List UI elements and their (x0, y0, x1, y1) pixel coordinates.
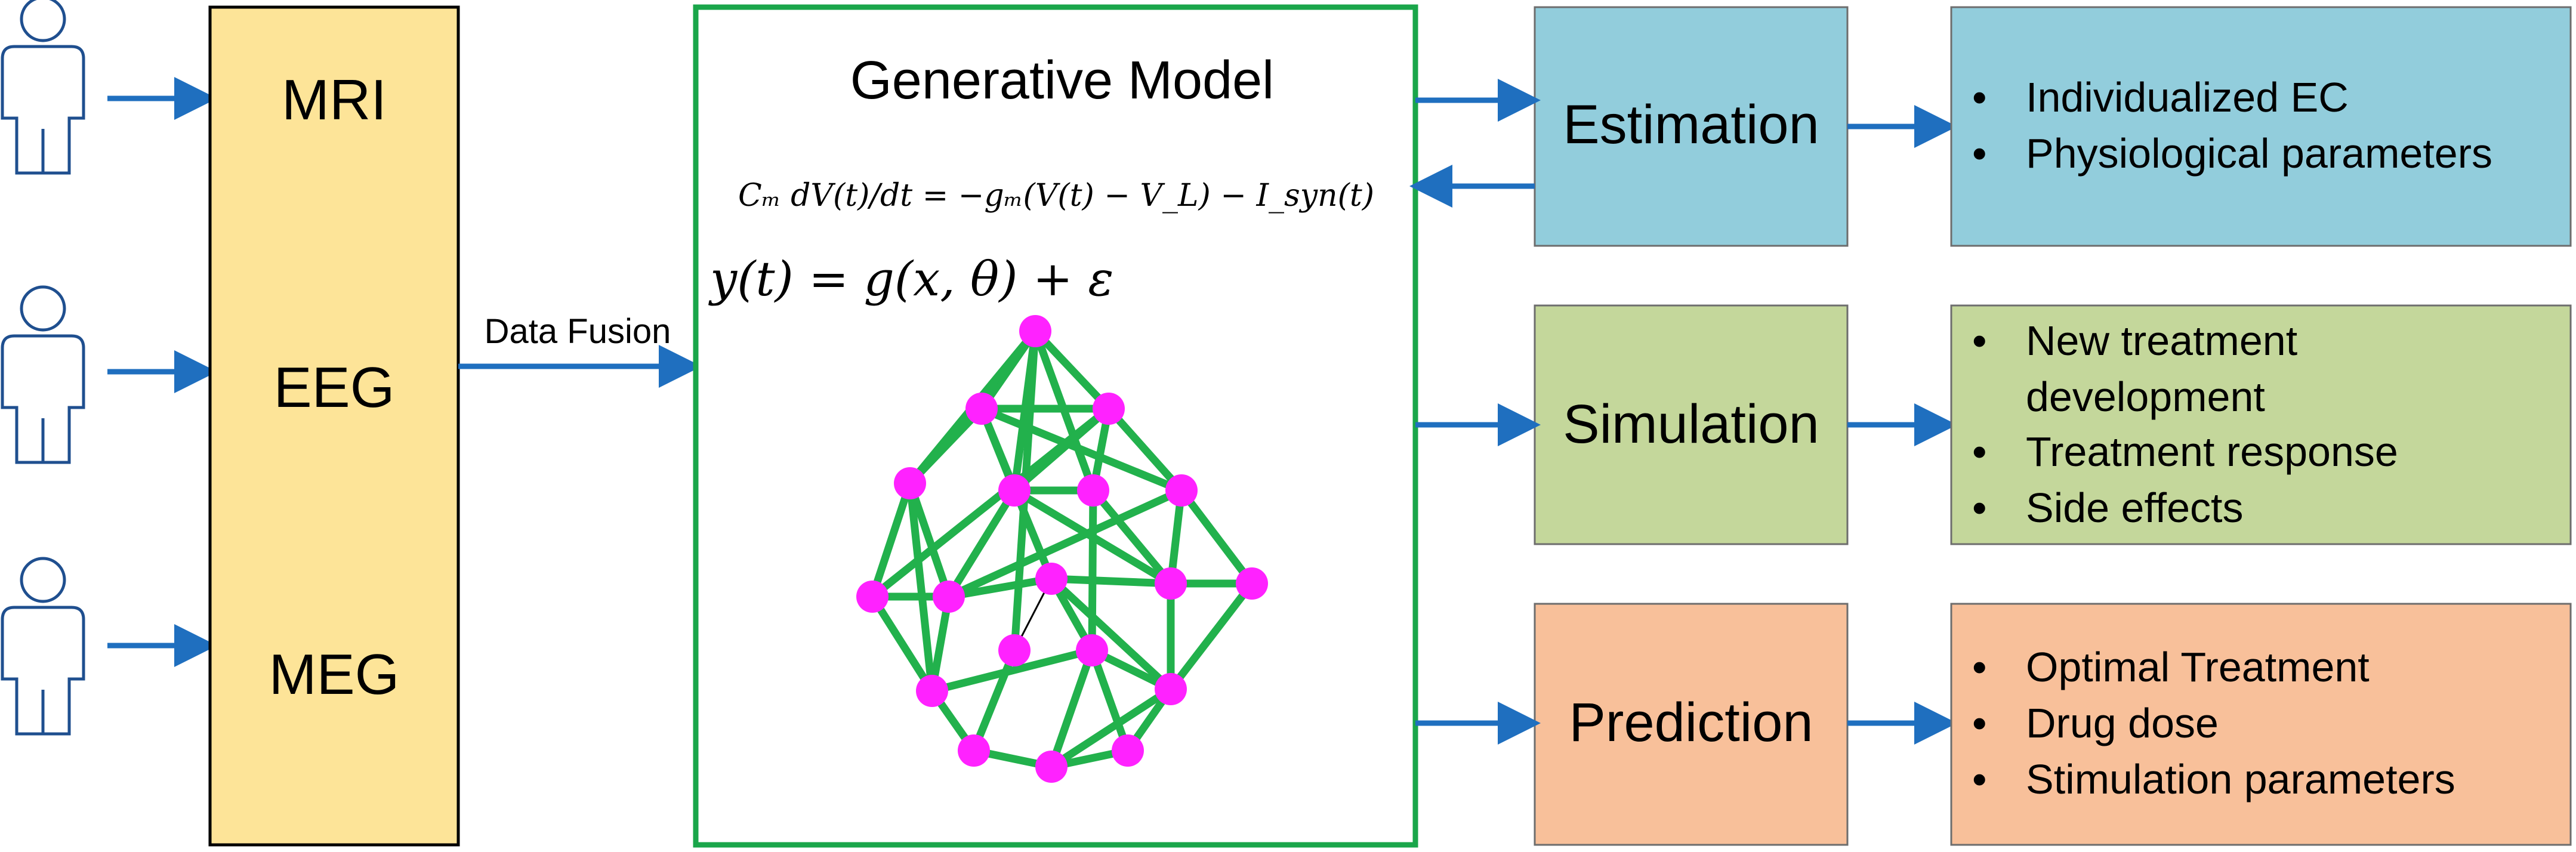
data-fusion-label: Data Fusion (485, 312, 671, 351)
network-node (1035, 751, 1068, 783)
bullet-marker: • (1972, 756, 1987, 802)
network-node (933, 581, 965, 613)
network-edge (868, 405, 1113, 601)
bullet-marker: • (1972, 700, 1987, 746)
prediction-label: Prediction (1569, 692, 1813, 753)
generative-model-title: Generative Model (850, 51, 1274, 110)
network-edge (1089, 486, 1175, 588)
prediction-output-item: Drug dose (2026, 700, 2219, 746)
simulation-label: Simulation (1563, 394, 1819, 455)
network-edge (1105, 405, 1186, 495)
bullet-marker: • (1972, 74, 1987, 121)
person-icon-eeg (2, 287, 84, 462)
network-node (958, 734, 990, 767)
network-edge (1047, 685, 1175, 771)
network-edge (977, 405, 1186, 495)
bullet-marker: • (1972, 484, 1987, 531)
modality-box (208, 5, 460, 847)
network-edge (1047, 646, 1096, 771)
estimation-output-box (1950, 6, 2572, 247)
network-node (916, 675, 948, 707)
network-edge (906, 405, 986, 487)
bullet-marker: • (1972, 644, 1987, 690)
estimation-label: Estimation (1563, 94, 1819, 155)
network-edge (868, 479, 914, 601)
network-node (1236, 567, 1268, 600)
person-icon-meg (2, 558, 84, 734)
network-edge (868, 592, 936, 695)
membrane-equation: Cₘ dV(t)/dt = −gₘ(V(t) − V_L) − I_syn(t) (738, 178, 1374, 214)
simulation-output-item: New treatment (2026, 317, 2297, 364)
bullet-marker: • (1972, 317, 1987, 364)
simulation-output-item: Treatment response (2026, 428, 2398, 475)
prediction-output-item: Optimal Treatment (2026, 644, 2370, 690)
network-edge (906, 479, 936, 695)
network-edge (928, 646, 1096, 695)
network-edge (1010, 486, 1175, 588)
modality-meg: MEG (269, 643, 400, 706)
network-edge (970, 646, 1019, 755)
bullet-marker: • (1972, 130, 1987, 177)
network-edge (1047, 575, 1175, 693)
estimation-box (1534, 6, 1849, 247)
network-node (1155, 567, 1187, 600)
network-edge (1088, 486, 1097, 655)
network-edge (945, 575, 1056, 601)
simulation-box (1534, 304, 1849, 545)
network-node (1093, 393, 1125, 425)
network-graph (856, 315, 1268, 783)
estimation-output-item: Individualized EC (2026, 74, 2349, 121)
generative-model-box (693, 4, 1418, 848)
observation-equation: y(t) = g(x, θ) + ε (708, 251, 1113, 307)
network-node (1165, 474, 1198, 507)
network-edge (1088, 646, 1132, 755)
network-node (965, 393, 998, 425)
network-node (894, 467, 926, 499)
network-edge (945, 486, 1019, 601)
simulation-output-item: Side effects (2026, 484, 2244, 531)
network-edge (1167, 579, 1256, 693)
network-node (1035, 563, 1068, 595)
modality-mri: MRI (282, 68, 387, 132)
network-edge (1177, 486, 1256, 588)
network-node (1112, 734, 1144, 767)
prediction-output-item: Stimulation parameters (2026, 756, 2455, 802)
network-node (1076, 634, 1108, 666)
network-node (998, 474, 1031, 507)
estimation-output-item: Physiological parameters (2026, 130, 2492, 177)
network-edge (945, 486, 1186, 601)
network-node (1077, 474, 1109, 507)
person-icon-mri (2, 0, 84, 173)
simulation-output-box (1950, 304, 2572, 545)
prediction-output-box (1950, 603, 2572, 846)
network-edge (1031, 327, 1113, 413)
network-node (856, 581, 889, 613)
modality-eeg: EEG (274, 356, 395, 419)
network-node (1155, 673, 1187, 705)
network-node (1019, 315, 1051, 347)
network-edge (1047, 575, 1175, 588)
simulation-output-item: development (2026, 373, 2265, 420)
network-node (998, 634, 1031, 666)
bullet-marker: • (1972, 428, 1987, 475)
network-edge (906, 479, 953, 601)
